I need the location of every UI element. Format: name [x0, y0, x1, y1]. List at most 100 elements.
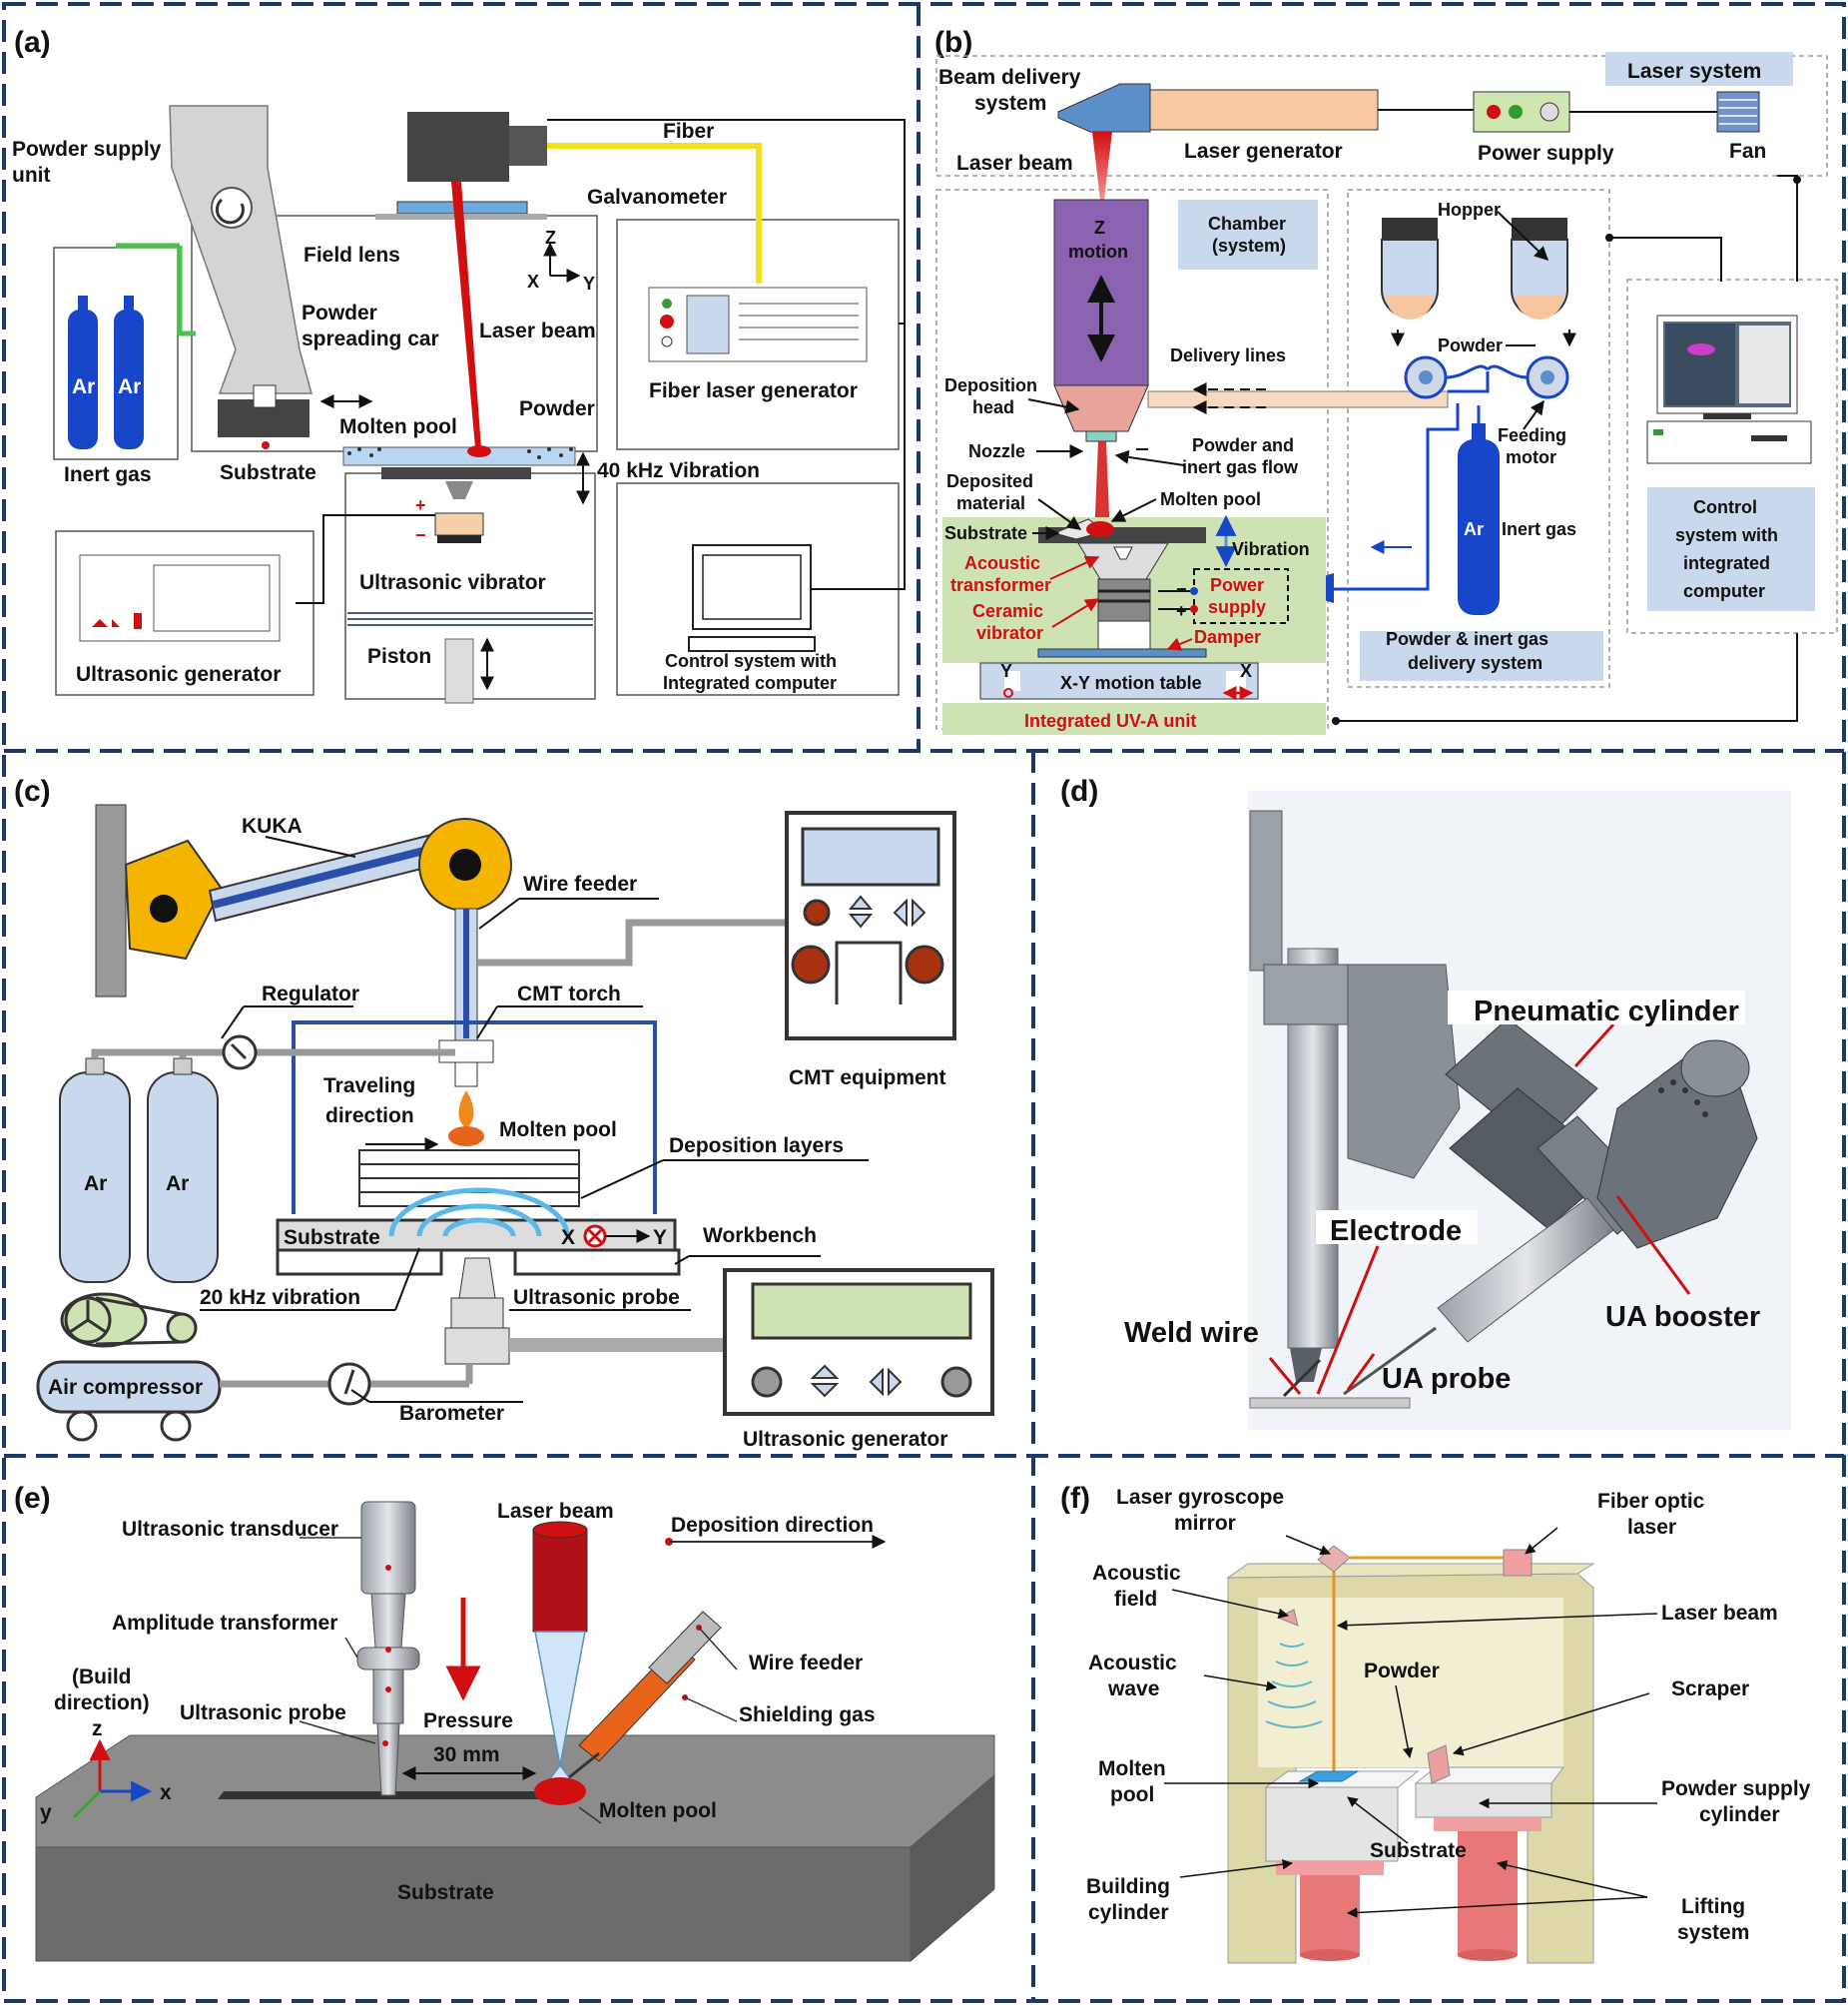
- laser-beam-label-f: Laser beam: [1661, 1602, 1778, 1625]
- inert-gas-label-b: Inert gas: [1502, 519, 1576, 539]
- inert-gas-label-a: Inert gas: [64, 463, 152, 486]
- damper-label: Damper: [1194, 627, 1261, 647]
- us-gen-display: [153, 564, 271, 632]
- x-label-c: X: [561, 1226, 575, 1249]
- panel-c-letter: (c): [14, 775, 51, 808]
- fan-label: Fan: [1729, 140, 1766, 163]
- pigd-label-1: Powder & inert gas: [1386, 629, 1548, 649]
- chamber-tag: [1178, 200, 1318, 270]
- nozzle-label: Nozzle: [968, 441, 1025, 461]
- substrate-label-a: Substrate: [220, 461, 316, 484]
- laser-display: [686, 295, 730, 354]
- ultrasonic-probe-e: [376, 1722, 400, 1796]
- distance-label: 30 mm: [433, 1743, 500, 1766]
- acoustic-wave-label-1: Acoustic: [1088, 1652, 1177, 1674]
- key-switch: [661, 335, 673, 347]
- transducer-label: Ultrasonic transducer: [122, 1518, 338, 1541]
- ar-label-c2: Ar: [166, 1172, 189, 1195]
- laser-generator-b: [1149, 89, 1379, 131]
- x-label-b: X: [1240, 661, 1252, 681]
- deposition-layers-label: Deposition layers: [669, 1134, 844, 1157]
- acoustic-field-label-1: Acoustic: [1092, 1562, 1181, 1585]
- argon-cylinder-b: [1458, 439, 1500, 615]
- ceramic-vibrator-label-2: vibrator: [976, 623, 1043, 643]
- vibration-label-c: 20 kHz vibration: [200, 1286, 360, 1309]
- control-system-box-b: [1626, 279, 1838, 634]
- ar-label-a1: Ar: [72, 375, 95, 398]
- substrate-label-b: Substrate: [944, 523, 1027, 543]
- argon-cylinder-a2: [114, 310, 144, 449]
- powder-supply-label: Powder supply: [12, 138, 162, 161]
- pneumatic-cylinder-label: Pneumatic cylinder: [1474, 996, 1739, 1027]
- control-wire-a: [811, 323, 906, 590]
- vibration-label-b: Vibration: [1232, 539, 1310, 559]
- ultrasonic-generator-label-a: Ultrasonic generator: [76, 663, 281, 686]
- scraper-f: [1427, 1744, 1451, 1784]
- panel-b-letter: (b): [934, 26, 972, 59]
- ua-probe-d: [1437, 1197, 1614, 1343]
- panel-a: (a): [12, 26, 906, 704]
- molten-pool-label-a: Molten pool: [339, 415, 457, 438]
- vibration-waves-c: [388, 1187, 570, 1237]
- ar-label-c1: Ar: [84, 1172, 107, 1195]
- galvanometer-body: [407, 112, 509, 182]
- laser-cone-top: [534, 1631, 586, 1766]
- hopper-label: Hopper: [1438, 200, 1501, 220]
- uva-unit-label: Integrated UV-A unit: [1024, 711, 1196, 731]
- building-cylinder-lift: [1300, 1875, 1360, 1955]
- spreading-car-nozzle: [253, 384, 277, 408]
- chamber-label-2: (system): [1212, 236, 1286, 256]
- fiber-cable: [547, 143, 762, 284]
- cmt-cable: [477, 919, 787, 967]
- x-label-e: x: [160, 1781, 172, 1804]
- powder-supply-cylinder-label-1: Powder supply: [1661, 1777, 1811, 1800]
- axis-z-label-a: Z: [545, 228, 556, 248]
- control-label-b3: integrated: [1683, 553, 1770, 573]
- control-label-b1: Control: [1693, 497, 1757, 517]
- power-supply-label-b3: supply: [1208, 597, 1266, 617]
- beam-delivery-label-1: Beam delivery: [938, 66, 1081, 89]
- arc-flame: [458, 1090, 474, 1128]
- regulator-label: Regulator: [262, 983, 359, 1005]
- ceramic-vibrator-label-1: Ceramic: [972, 601, 1043, 621]
- y-label-b: Y: [1000, 661, 1012, 681]
- plus-sign: +: [1176, 601, 1187, 621]
- minus-sign: −: [1176, 579, 1187, 599]
- feeding-motor-label-1: Feeding: [1498, 425, 1566, 445]
- power-supply-b-box: [1193, 568, 1289, 624]
- panel-b: (b): [934, 26, 1838, 735]
- mount-plate: [1249, 810, 1283, 972]
- powder-gas-label-1: Powder and: [1192, 435, 1294, 455]
- weld-wire-label: Weld wire: [1124, 1317, 1259, 1349]
- deposition-head-label-1: Deposition: [944, 375, 1037, 395]
- panel-f: (f): [1060, 1482, 1811, 1964]
- acoustic-wave-label-2: wave: [1107, 1677, 1159, 1700]
- powder-label-a: Powder: [519, 397, 595, 420]
- molten-pool-label-c: Molten pool: [499, 1118, 617, 1141]
- field-lens-label: Field lens: [304, 244, 400, 267]
- ua-booster-label: UA booster: [1605, 1301, 1760, 1333]
- keyboard-a: [688, 636, 816, 652]
- electrode-label: Electrode: [1330, 1215, 1462, 1247]
- panel-c: (c): [14, 775, 994, 1451]
- powder-label-b: Powder: [1438, 335, 1503, 355]
- wire-feeder-label-e: Wire feeder: [749, 1652, 863, 1674]
- fiber-optic-label-2: laser: [1627, 1516, 1676, 1539]
- laser-system-tag: [1605, 52, 1793, 86]
- piston-label: Piston: [367, 645, 431, 668]
- laser-beam-b: [1094, 441, 1110, 539]
- laser-beam-label-b: Laser beam: [956, 152, 1073, 175]
- pigd-label-2: delivery system: [1408, 653, 1542, 673]
- laser-system-box: [935, 55, 1828, 177]
- molten-pool-a: [467, 445, 491, 457]
- robot-mount: [95, 804, 127, 998]
- control-label-a1: Control system with: [665, 651, 837, 671]
- svg-text:−: −: [415, 525, 426, 545]
- beam-delivery-head: [1057, 83, 1151, 133]
- powder-delivery-box: [1347, 189, 1610, 688]
- air-compressor-label: Air compressor: [48, 1376, 203, 1399]
- fiber-label: Fiber: [663, 120, 714, 143]
- bracket-d: [1347, 964, 1461, 1179]
- svg-text:+: +: [415, 495, 426, 515]
